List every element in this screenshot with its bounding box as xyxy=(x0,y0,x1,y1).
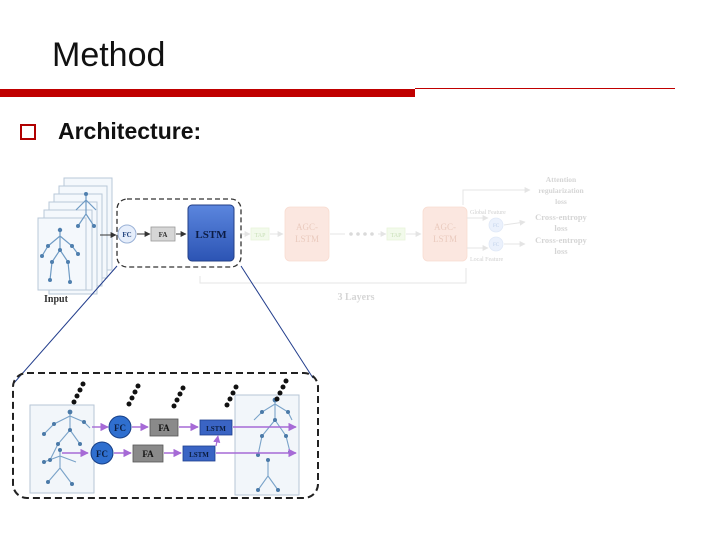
layers-label: 3 Layers xyxy=(338,292,375,303)
fa-node xyxy=(150,226,176,242)
zoom-lstm-label-2: LSTM xyxy=(189,451,209,459)
tap-label-2: TAP xyxy=(391,233,403,239)
zoom-source-dashed-box xyxy=(116,198,242,268)
zoom-line-left xyxy=(13,265,118,384)
zoom-skeleton-left xyxy=(29,404,95,494)
agc-lstm-2-line1: AGC- xyxy=(434,222,456,232)
fc-node xyxy=(117,224,137,244)
fc-out-1-label: FC xyxy=(493,224,500,229)
zoom-lstm-node-1 xyxy=(199,419,233,436)
zoom-fa-label-2: FA xyxy=(142,449,154,459)
zoom-fc-label-2: FC xyxy=(96,449,108,459)
zoom-fa-label-1: FA xyxy=(158,423,170,433)
ce-loss-a-line2: loss xyxy=(554,223,568,233)
title-accent-bar xyxy=(0,89,415,97)
fc-label: FC xyxy=(122,231,131,239)
attention-loss-line1: Attention xyxy=(546,175,577,184)
ce-loss-b-line2: loss xyxy=(554,246,568,256)
ce-loss-b-line1: Cross-entropy xyxy=(535,235,587,245)
zoom-fc-node-1 xyxy=(108,415,132,439)
agc-lstm-1-line2: LSTM xyxy=(295,234,319,244)
slide-title: Method xyxy=(52,36,166,74)
agc-lstm-2-line2: LSTM xyxy=(433,234,457,244)
lstm-label: LSTM xyxy=(195,229,227,241)
zoom-lstm-label-1: LSTM xyxy=(206,425,226,433)
fa-label: FA xyxy=(159,231,168,239)
zoom-lstm-node-2 xyxy=(182,445,216,462)
local-feature-label: Local Feature xyxy=(470,257,503,263)
title-divider-line xyxy=(415,88,675,89)
ce-loss-a-line1: Cross-entropy xyxy=(535,212,587,222)
zoom-arrow-lstm2-lstm1 xyxy=(213,435,221,447)
bullet-checkbox-icon xyxy=(20,124,36,140)
attention-loss-line3: loss xyxy=(555,197,567,206)
faded-pipeline: TAP AGC- LSTM TAP AGC- LSTM Global Featu… xyxy=(199,175,588,303)
lstm-block xyxy=(187,204,235,262)
input-label: Input xyxy=(44,294,69,305)
fc-out-2-label: FC xyxy=(493,243,500,248)
feature-dot-trails xyxy=(71,378,289,409)
zoom-fa-node-2 xyxy=(132,444,164,463)
global-feature-label: Global Feature xyxy=(470,210,506,216)
bullet-architecture: Architecture: xyxy=(58,118,202,144)
zoom-fc-node-2 xyxy=(90,441,114,465)
zoom-fa-node-1 xyxy=(149,418,179,437)
zoom-line-right xyxy=(240,265,314,379)
zoom-fc-label-1: FC xyxy=(114,423,126,433)
zoom-skeleton-right xyxy=(234,394,300,496)
agc-lstm-1-line1: AGC- xyxy=(296,222,318,232)
input-skeleton-stack xyxy=(37,177,113,295)
attention-loss-line2: regularization xyxy=(538,186,584,195)
tap-label-1: TAP xyxy=(255,233,267,239)
zoom-detail-dashed-box xyxy=(12,372,319,499)
